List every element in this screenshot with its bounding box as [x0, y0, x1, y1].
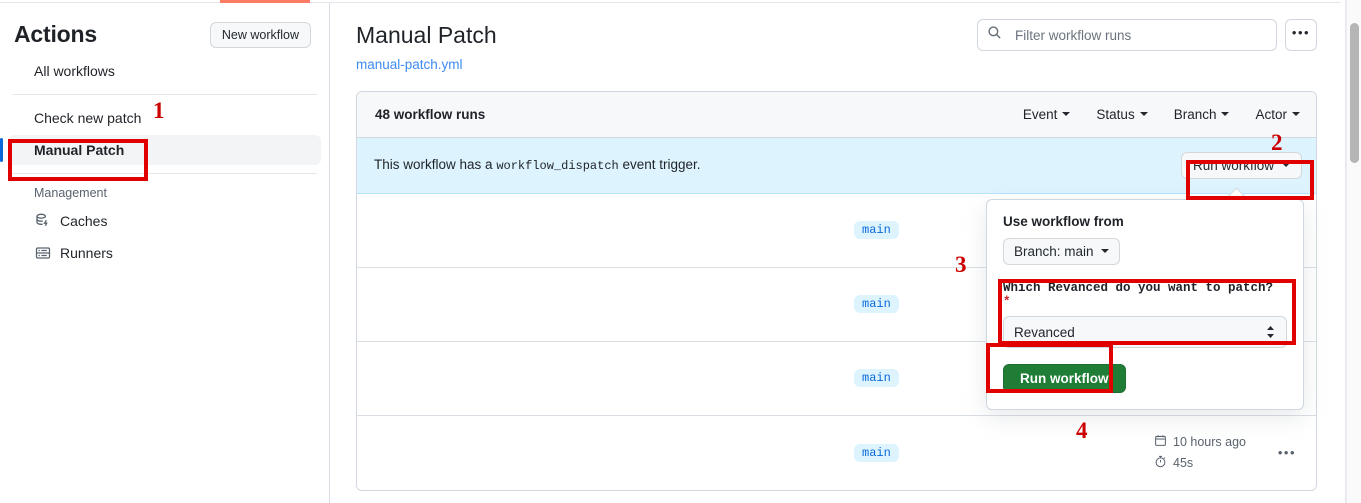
table-row[interactable]: main 10 hours ago [357, 415, 1316, 490]
scrollbar-thumb[interactable] [1350, 23, 1359, 163]
annotation-number-2: 2 [1271, 130, 1283, 155]
branch-badge: main [854, 443, 899, 462]
sidebar-title: Actions [14, 21, 97, 47]
dispatch-text-after: event trigger. [622, 157, 701, 173]
filter-actor[interactable]: Actor [1255, 107, 1300, 122]
sidebar: Actions New workflow All workflows Check… [0, 3, 330, 503]
stopwatch-icon [1154, 455, 1167, 471]
page-heading-block: Manual Patch manual-patch.yml [356, 15, 497, 72]
calendar-icon [1154, 434, 1167, 450]
branch-selector-label: Branch: main [1014, 244, 1094, 259]
page-loading-progress-bar [220, 0, 310, 3]
run-duration-text: 45s [1173, 456, 1194, 471]
run-workflow-dropdown-panel: Use workflow from Branch: main Which Rev… [986, 199, 1304, 410]
sidebar-item-label: Runners [60, 245, 113, 261]
filter-status-label: Status [1096, 106, 1135, 122]
search-input[interactable] [1013, 26, 1253, 44]
sidebar-item-all-workflows[interactable]: All workflows [8, 56, 321, 86]
runs-filter-group: Event Status Branch Actor [1023, 107, 1300, 122]
chevron-down-icon [1221, 111, 1230, 116]
filter-status[interactable]: Status [1096, 106, 1148, 122]
search-icon [987, 25, 1002, 45]
cache-icon [34, 213, 51, 230]
branch-badge: main [854, 295, 899, 314]
workflow-input-label-text: Which Revanced do you want to patch? [1003, 281, 1274, 295]
chevron-down-icon [1282, 162, 1290, 167]
run-workflow-dropdown-button[interactable]: Run workflow [1180, 151, 1302, 179]
filter-branch[interactable]: Branch [1174, 107, 1230, 122]
chevron-down-icon [1100, 249, 1109, 253]
sidebar-item-runners[interactable]: Runners [8, 238, 321, 268]
annotation-number-1: 1 [153, 98, 165, 123]
chevron-down-icon [1292, 111, 1300, 116]
revanced-select[interactable]: Revanced [1003, 316, 1287, 348]
header-overflow-menu-button[interactable]: ••• [1285, 19, 1317, 51]
sidebar-item-label: All workflows [34, 63, 115, 79]
sidebar-item-label: Caches [60, 213, 108, 229]
search-box[interactable] [977, 19, 1277, 51]
workflow-nav-list: All workflows Check new patch Manual Pat… [0, 56, 329, 268]
runs-card-header: 48 workflow runs Event Status Branch [357, 91, 1316, 138]
annotation-number-4: 4 [1076, 418, 1088, 443]
run-timestamp: 10 hours ago [1154, 434, 1246, 450]
workflow-runs-count: 48 workflow runs [375, 106, 486, 122]
page-scrollbar[interactable] [1346, 0, 1361, 503]
branch-badge: main [854, 369, 899, 388]
sidebar-item-manual-patch[interactable]: Manual Patch [0, 135, 321, 165]
dispatch-banner-text: This workflow has a workflow_dispatch ev… [374, 157, 701, 173]
dispatch-text-before: This workflow has a [374, 157, 493, 173]
sidebar-item-check-new-patch[interactable]: Check new patch [8, 103, 321, 133]
workflow-input-label: Which Revanced do you want to patch? * [1003, 281, 1287, 309]
sidebar-item-label: Check new patch [34, 110, 142, 126]
filter-branch-label: Branch [1173, 106, 1217, 122]
branch-badge: main [854, 221, 899, 240]
use-workflow-from-label: Use workflow from [1003, 214, 1124, 229]
header-actions: ••• [977, 15, 1317, 51]
filter-event-label: Event [1022, 106, 1058, 122]
run-meta: 10 hours ago 45s [1154, 434, 1246, 471]
nav-divider [12, 94, 317, 95]
content-right-divider [1345, 0, 1346, 503]
sidebar-item-label: Manual Patch [34, 142, 125, 158]
workflow-dispatch-banner: This workflow has a workflow_dispatch ev… [357, 137, 1316, 194]
row-overflow-menu-button[interactable]: ••• [1277, 445, 1296, 461]
sidebar-item-caches[interactable]: Caches [8, 206, 321, 236]
run-duration: 45s [1154, 455, 1193, 471]
run-workflow-toggle-label: Run workflow [1192, 157, 1274, 173]
required-marker: * [1003, 295, 1011, 309]
new-workflow-button[interactable]: New workflow [209, 21, 311, 48]
select-updown-icon [1265, 324, 1276, 340]
chevron-down-icon [1139, 111, 1148, 116]
branch-selector-button[interactable]: Branch: main [1003, 238, 1120, 265]
workflow-file-link[interactable]: manual-patch.yml [356, 56, 463, 72]
submit-run-workflow-button[interactable]: Run workflow [1003, 364, 1126, 393]
filter-event[interactable]: Event [1023, 107, 1071, 122]
nav-divider [12, 173, 317, 174]
run-timestamp-text: 10 hours ago [1173, 435, 1246, 450]
dispatch-event-code: workflow_dispatch [496, 159, 619, 174]
annotation-number-3: 3 [955, 252, 967, 277]
filter-actor-label: Actor [1255, 106, 1287, 122]
revanced-select-value: Revanced [1014, 324, 1075, 340]
main-header: Manual Patch manual-patch.yml ••• [331, 3, 1339, 72]
runners-icon [34, 245, 51, 262]
chevron-down-icon [1062, 111, 1071, 116]
sidebar-header: Actions New workflow [0, 3, 329, 54]
top-divider [0, 2, 1341, 3]
page-title: Manual Patch [356, 22, 497, 48]
sidebar-section-management: Management [34, 186, 107, 200]
